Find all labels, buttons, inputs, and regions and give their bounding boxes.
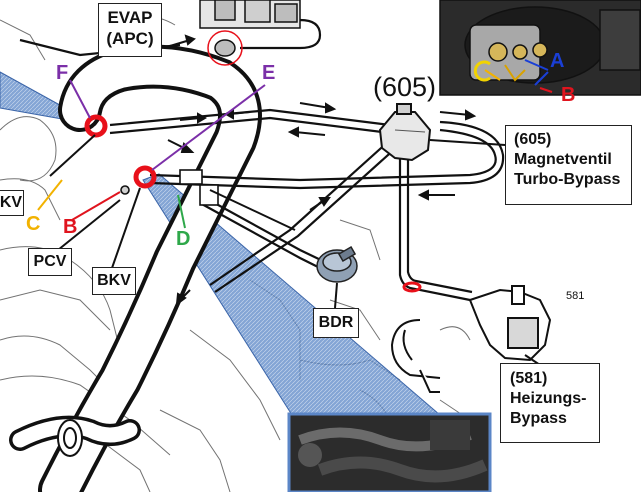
junction-fittings	[120, 169, 219, 206]
hose-coupling	[57, 419, 83, 457]
label-kv-left: KV	[0, 190, 24, 216]
letter-e: E	[262, 62, 276, 84]
hose-marker-581	[402, 281, 422, 293]
port-marker-e	[133, 165, 157, 189]
label-605-box-line2: Magnetventil	[514, 151, 612, 168]
heater-bypass-valve	[390, 285, 552, 393]
port-marker-f	[84, 114, 108, 138]
label-bkv: BKV	[92, 267, 136, 295]
letter-d: D	[176, 228, 191, 250]
turbo-bypass-valve	[378, 103, 432, 162]
letter-c-left: C	[26, 213, 41, 235]
label-581-number: 581	[566, 290, 585, 302]
label-evap-line2: (APC)	[106, 29, 154, 49]
label-evap-apc: EVAP (APC)	[98, 3, 162, 57]
label-581-box: (581) Heizungs- Bypass	[500, 363, 600, 443]
evap-port-marker	[207, 30, 243, 66]
label-pointers	[37, 59, 553, 366]
throttle-c-marker	[473, 60, 491, 82]
red-port-markers	[84, 30, 422, 293]
photo-inset	[287, 412, 492, 492]
letter-a: A	[550, 50, 565, 72]
vacuum-lines	[19, 18, 505, 302]
label-605-box-line3: Turbo-Bypass	[514, 171, 621, 188]
letter-b-top: B	[561, 84, 576, 106]
label-605-box-line1: (605)	[514, 131, 552, 148]
intake-hose	[9, 44, 262, 492]
pressure-regulator	[316, 246, 358, 283]
evap-canister-valve	[199, 0, 301, 57]
label-605-box: (605) Magnetventil Turbo-Bypass	[505, 125, 632, 205]
label-581-box-line3: Bypass	[510, 410, 567, 427]
label-evap-line1: EVAP	[107, 8, 153, 27]
label-581-box-line1: (581)	[510, 370, 548, 387]
flow-arrows	[167, 34, 477, 307]
letter-f: F	[56, 62, 69, 84]
label-bdr: BDR	[313, 308, 359, 338]
label-605-top: (605)	[373, 72, 437, 102]
label-581-box-line2: Heizungs-	[510, 390, 587, 407]
label-pcv: PCV	[28, 248, 72, 276]
letter-b-left: B	[63, 216, 78, 238]
